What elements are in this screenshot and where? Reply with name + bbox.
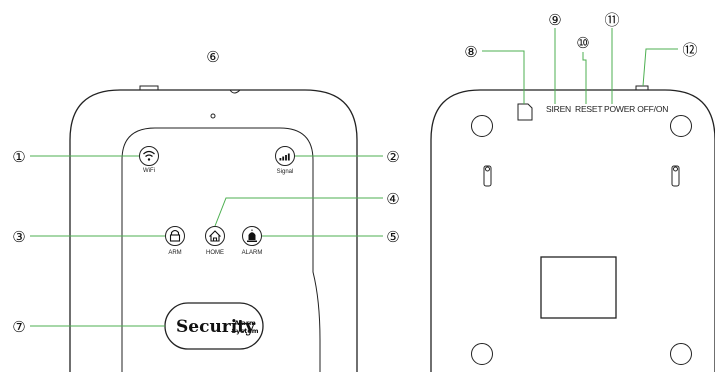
front-face-panel: [121, 127, 321, 372]
callout-6: ⑥: [206, 48, 219, 66]
home-icon: [209, 230, 221, 242]
mount-hole-top-right: [670, 115, 692, 137]
padlock-icon: [169, 229, 181, 242]
alarm-label: ALARM: [242, 250, 263, 256]
wifi-icon: [143, 150, 155, 158]
logo-main-text: Security: [176, 317, 256, 337]
callout-11: ⑪: [604, 11, 619, 29]
home-label: HOME: [206, 250, 224, 256]
logo-badge: Security Alarm System: [164, 302, 264, 350]
mount-hole-top-left: [471, 115, 493, 137]
mount-hole-bottom-left: [471, 343, 493, 365]
mount-hole-bottom-right: [670, 343, 692, 365]
wall-hanger-left: [483, 165, 492, 187]
callout-7: ⑦: [12, 318, 25, 336]
callout-10: ⑩: [576, 34, 589, 52]
arm-button[interactable]: [165, 226, 185, 246]
signal-bars-icon: [279, 153, 290, 161]
front-top-nub-right: [229, 89, 241, 94]
wall-hanger-right: [671, 165, 680, 187]
front-view: WiFi Signal ARM HOME: [69, 85, 358, 372]
power-switch-label: POWER OFF/ON: [604, 104, 668, 114]
leader-lines: [30, 28, 678, 327]
callout-4: ④: [386, 190, 399, 208]
callout-12: ⑫: [682, 41, 697, 59]
logo-line2: System: [231, 327, 258, 335]
power-switch-nub: [635, 85, 649, 90]
alarm-bell-icon: [247, 229, 257, 242]
microphone-hole: [210, 113, 216, 119]
front-body-outline: [69, 89, 358, 372]
home-button[interactable]: [205, 226, 225, 246]
signal-label: Signal: [277, 169, 294, 175]
back-view: SIREN RESET POWER OFF/ON: [430, 85, 715, 372]
callout-1: ①: [12, 148, 25, 166]
callout-2: ②: [386, 148, 399, 166]
signal-button[interactable]: [275, 146, 295, 166]
wifi-icon-dot: [147, 158, 151, 161]
callout-8: ⑧: [464, 43, 477, 61]
front-top-nub-left: [139, 85, 159, 90]
battery-cover: [540, 256, 617, 319]
callouts: ① ② ③ ④ ⑤ ⑥ ⑦ ⑧ ⑨ ⑩ ⑪ ⑫: [12, 11, 697, 336]
wifi-button[interactable]: [139, 146, 159, 166]
alarm-button[interactable]: [242, 226, 262, 246]
callout-5: ⑤: [386, 228, 399, 246]
logo-line1: Alarm: [234, 319, 256, 327]
arm-label: ARM: [168, 250, 181, 256]
back-body-outline: [430, 89, 715, 372]
wifi-label: WiFi: [143, 168, 155, 174]
callout-9: ⑨: [548, 11, 561, 29]
callout-3: ③: [12, 228, 25, 246]
reset-port-label: RESET: [575, 104, 602, 114]
siren-port-label: SIREN: [546, 104, 571, 114]
sd-card-icon: [517, 103, 533, 121]
